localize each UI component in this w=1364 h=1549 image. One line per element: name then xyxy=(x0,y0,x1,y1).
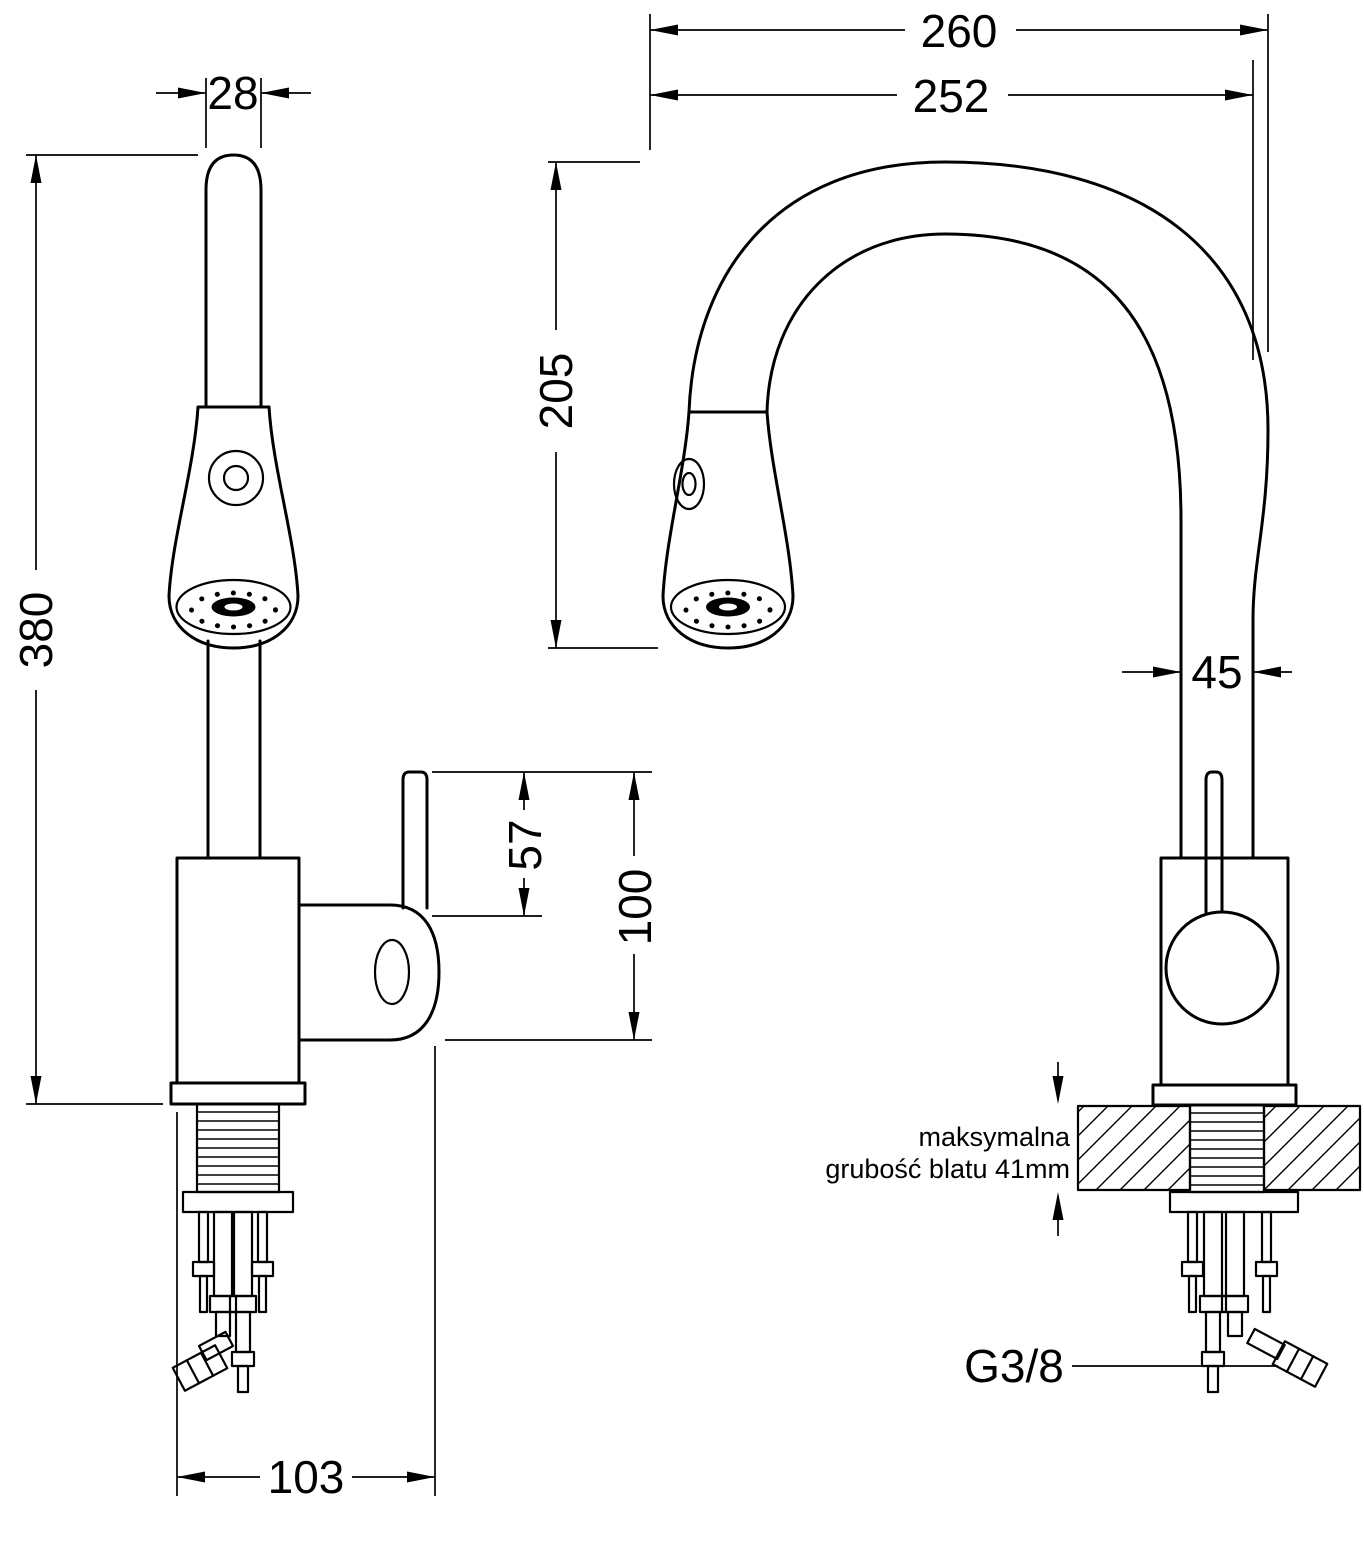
front-handle-lever xyxy=(401,770,429,910)
dim-label-overall-width: 260 xyxy=(921,5,998,57)
dim-label-handle-lever-length: 57 xyxy=(499,819,551,870)
side-gooseneck-inner xyxy=(765,232,1183,522)
dim-label-handle-assembly-height: 100 xyxy=(609,869,661,946)
side-spout-pipe xyxy=(1179,518,1255,860)
front-spout-column xyxy=(204,153,263,409)
side-aerator-dots xyxy=(683,590,773,630)
front-handle-pivot xyxy=(373,938,411,1006)
side-aerator-rim xyxy=(669,578,787,636)
front-supply-hose-right xyxy=(232,1210,254,1298)
side-supply-hose-left xyxy=(1202,1210,1224,1298)
side-mounting-plate xyxy=(1168,1190,1300,1214)
side-supply-hose-right xyxy=(1224,1210,1246,1298)
dim-label-spout-arc-height: 205 xyxy=(530,353,582,430)
front-mounting-plate xyxy=(181,1190,295,1214)
side-gooseneck-outer xyxy=(687,160,1270,622)
front-body xyxy=(175,856,301,1085)
side-threaded-shank xyxy=(1188,1103,1266,1194)
side-view-dimensions: 260 252 205 45 maksymalna grubość blatu … xyxy=(530,5,1292,1392)
front-base-flange xyxy=(169,1081,307,1106)
counter-note-line1: maksymalna xyxy=(918,1122,1071,1152)
dim-label-overall-height: 380 xyxy=(10,592,62,669)
dim-label-base-depth: 103 xyxy=(268,1451,345,1503)
side-spray-button xyxy=(672,457,706,511)
countertop-section xyxy=(1076,1104,1362,1192)
side-handle-pivot xyxy=(1164,910,1280,1026)
dim-label-spout-top-width: 28 xyxy=(207,67,258,119)
dim-label-column-width: 45 xyxy=(1191,646,1242,698)
front-aerator-dots xyxy=(189,590,278,630)
faucet-side-view xyxy=(661,160,1362,1394)
front-mounting-hardware xyxy=(171,1190,295,1394)
front-supply-hose-left xyxy=(212,1210,234,1298)
thread-size-label: G3/8 xyxy=(964,1340,1064,1392)
faucet-front-view xyxy=(167,153,441,1394)
front-hose-nut xyxy=(171,1344,229,1392)
side-mounting-hardware xyxy=(1168,1190,1329,1394)
side-spray-head xyxy=(661,410,795,650)
counter-note-line2: grubość blatu 41mm xyxy=(825,1154,1070,1184)
front-spray-button xyxy=(207,449,265,507)
side-hose-nut-g38 xyxy=(1271,1340,1329,1388)
front-spray-head xyxy=(167,405,300,650)
side-body xyxy=(1159,856,1290,1087)
front-view-dimensions: 28 380 57 100 103 xyxy=(10,67,661,1503)
side-handle-lever xyxy=(1204,770,1224,914)
side-base-flange xyxy=(1151,1083,1298,1107)
front-aerator-rim xyxy=(175,578,292,636)
front-riser-pipe xyxy=(206,639,262,860)
front-handle xyxy=(297,770,441,1042)
front-threaded-shank xyxy=(195,1102,281,1194)
dim-label-spout-reach: 252 xyxy=(913,70,990,122)
